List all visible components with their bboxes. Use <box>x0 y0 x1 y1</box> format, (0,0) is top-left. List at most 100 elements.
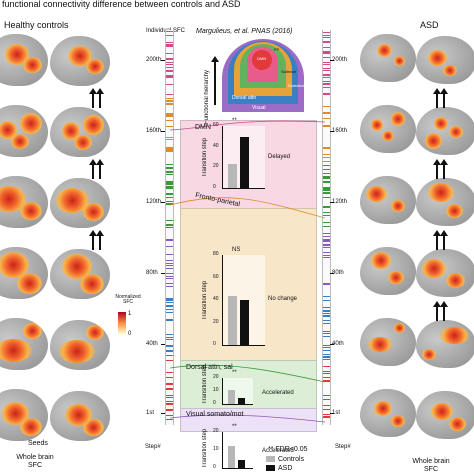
sfc-stripe <box>166 238 173 240</box>
sfc-stripe <box>166 301 173 303</box>
brain-medial-right <box>416 320 474 368</box>
sfc-stripe <box>166 193 173 195</box>
sfc-stripe <box>323 349 330 351</box>
inset-citation: Margulieus, et al. PNAS (2016) <box>196 28 293 35</box>
sfc-stripe <box>166 57 173 59</box>
hierarchy-arrow-icon <box>211 56 219 105</box>
activation-blob <box>59 340 95 363</box>
up-arrow-icon <box>440 159 448 179</box>
activation-blob <box>374 401 392 417</box>
sfc-stripe <box>166 35 173 37</box>
activation-blob <box>390 200 405 212</box>
transition-panel <box>222 432 253 469</box>
sfc-stripe <box>323 74 330 76</box>
ring-label-somatomotor: Somatomotor <box>288 83 313 88</box>
sfc-stripe <box>323 413 330 415</box>
brain-lateral-left <box>0 389 48 441</box>
sfc-stripe <box>323 239 330 241</box>
sfc-stripe <box>323 148 330 150</box>
sfc-stripe <box>323 205 330 207</box>
sfc-stripe <box>166 203 173 205</box>
sfc-stripe <box>323 125 330 127</box>
panel-significance: ** <box>232 424 237 430</box>
ring-label-visual: Visual <box>252 105 266 111</box>
brain-medial-left <box>50 320 110 370</box>
sfc-stripe <box>166 149 173 151</box>
sfc-stripe <box>166 181 173 183</box>
sfc-stripe <box>166 410 173 412</box>
network-label-visual: Visual somato/mot <box>186 411 244 418</box>
sfc-stripe <box>323 319 330 321</box>
sfc-stripe <box>323 399 330 401</box>
activation-blob <box>376 43 393 58</box>
activation-blob <box>68 46 92 66</box>
step-tick-label: 160th <box>332 128 348 134</box>
step-tick-label: 1st <box>332 410 341 416</box>
asd-bar <box>240 137 250 188</box>
sfc-stripe <box>323 365 330 367</box>
sfc-stripe <box>166 174 173 175</box>
panel-result: Accelerated <box>262 389 294 396</box>
sfc-stripe <box>323 394 330 396</box>
sfc-stripe <box>166 268 173 270</box>
ring-label-salience: Salience <box>281 69 297 74</box>
activation-blob <box>365 185 388 203</box>
sfc-stripe <box>323 215 330 217</box>
activation-blob <box>446 204 463 218</box>
brain-lateral-right <box>360 389 416 437</box>
activation-blob <box>431 403 453 421</box>
step-tick-label: 1st <box>146 410 155 416</box>
sfc-stripe <box>323 34 330 36</box>
sfc-stripe <box>166 113 173 115</box>
panel-ylabel: Transition step <box>202 280 208 320</box>
sfc-stripe <box>323 299 330 301</box>
sfc-stripe <box>323 61 330 63</box>
panel-significance: ** <box>232 118 237 124</box>
sfc-stripe <box>323 405 330 407</box>
brain-medial-left <box>50 249 110 299</box>
panel-ylabel: Transition step <box>202 428 208 468</box>
brain-lateral-right <box>360 176 416 224</box>
sfc-stripe <box>323 310 330 312</box>
panel-result: No change <box>268 295 298 302</box>
activation-blob <box>83 114 104 135</box>
step-tick-mark <box>330 202 334 203</box>
sfc-stripe <box>166 203 173 205</box>
sfc-stripe <box>166 70 173 72</box>
sfc-stripe <box>166 298 173 300</box>
sfc-stripe <box>323 117 330 119</box>
activation-blob <box>440 327 469 345</box>
sfc-stripe <box>166 262 173 264</box>
transition-panel <box>222 378 253 405</box>
hierarchy-rings <box>222 39 304 112</box>
sfc-stripe <box>323 244 330 246</box>
legend-max: 1 <box>128 311 132 317</box>
up-arrow-icon <box>433 230 441 250</box>
sfc-stripe <box>323 156 330 158</box>
whole-brain-left: Whole brain SFC <box>16 454 54 469</box>
panel-tick: 60 <box>213 273 219 280</box>
sfc-stripe <box>166 150 173 152</box>
sfc-stripe <box>323 113 330 115</box>
step-tick-mark <box>161 273 165 274</box>
sfc-stripe <box>166 167 173 169</box>
up-arrow-icon <box>433 301 441 321</box>
step-tick-mark <box>330 344 334 345</box>
sfc-stripe <box>323 153 330 155</box>
activation-blob <box>446 273 466 289</box>
activation-blob <box>371 119 383 132</box>
sfc-stripe <box>166 282 173 284</box>
sfc-stripe <box>323 416 330 418</box>
up-arrow-icon <box>89 230 97 250</box>
sfc-stripe <box>166 115 173 117</box>
sfc-stripe <box>166 339 173 341</box>
sfc-stripe <box>323 233 330 235</box>
controls-legend: Controls <box>278 456 305 463</box>
sfc-stripe <box>323 380 330 382</box>
sfc-stripe <box>166 200 173 202</box>
sfc-stripe <box>323 83 330 85</box>
ring-label-dmn: DMN <box>257 56 267 61</box>
sfc-stripe <box>323 225 330 227</box>
sfc-stripe <box>323 80 330 82</box>
sfc-stripe <box>323 82 330 84</box>
